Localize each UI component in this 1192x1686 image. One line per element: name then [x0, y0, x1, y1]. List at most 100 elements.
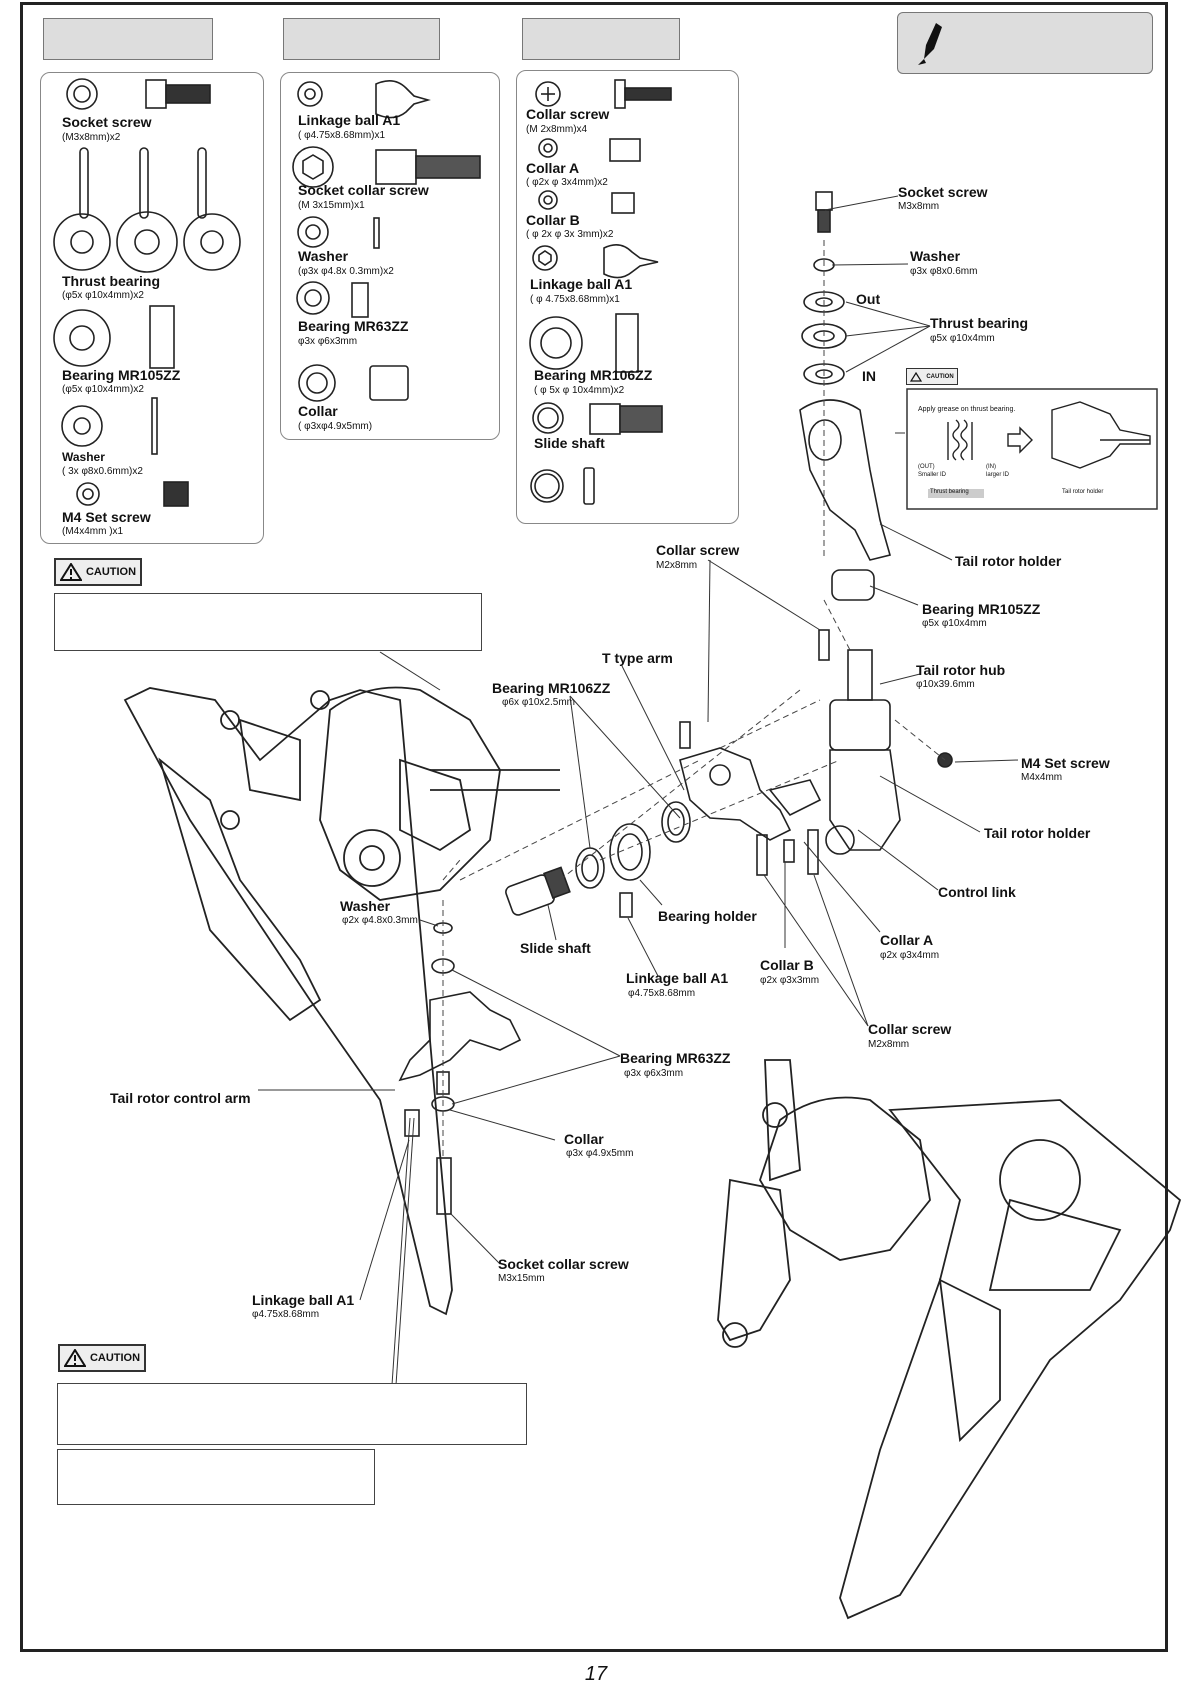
warning-icon — [910, 371, 923, 382]
parts-panel-3 — [516, 70, 739, 524]
inset-thrust-tag: Thrust bearing — [930, 489, 969, 495]
panel3-item-name: Slide shaft — [534, 435, 605, 451]
linkage-ball-icon — [532, 245, 558, 271]
callout-label: Tail rotor holder — [955, 553, 1062, 569]
panel2-item-name: Linkage ball A1 — [298, 112, 401, 128]
panel1-item-name: Socket screw — [62, 114, 152, 130]
t-type-arm — [679, 747, 792, 841]
bearing-mr106zz-icon — [529, 316, 583, 370]
panel2-item-name: Socket collar screw — [298, 182, 429, 198]
panel1-item-spec: (M4x4mm )x1 — [62, 526, 124, 537]
bearing-holder — [609, 823, 651, 881]
caution-badge: CAUTION — [54, 558, 142, 586]
callout-spec: φ3x φ4.9x5mm — [566, 1148, 634, 1159]
caution-badge-small: CAUTION — [906, 368, 958, 385]
callout-label: Slide shaft — [520, 940, 591, 956]
callout-spec: M3x15mm — [498, 1273, 545, 1284]
bearing-mr105zz — [831, 569, 875, 601]
callout-spec: φ3x φ6x3mm — [624, 1068, 684, 1079]
header-tab-3 — [522, 18, 680, 60]
callout-spec: φ4.75x8.68mm — [252, 1309, 320, 1320]
callout-label: Control link — [938, 884, 1016, 900]
panel3-item-name: Collar B — [526, 212, 580, 228]
panel3-item-spec: ( φ 2x φ 3x 3mm)x2 — [526, 229, 614, 240]
caution-note-box-bottom — [57, 1383, 527, 1445]
caution-note-box-top — [54, 593, 482, 651]
callout-spec: φ2x φ4.8x0.3mm — [342, 915, 418, 926]
panel3-item-spec: ( φ 5x φ 10x4mm)x2 — [534, 385, 625, 396]
collar-a-icon — [538, 138, 558, 158]
callout-label: Collar — [564, 1131, 604, 1147]
collar-icon — [298, 364, 336, 402]
callout-label: Thrust bearing — [930, 315, 1029, 331]
panel3-item-spec: ( φ2x φ 3x4mm)x2 — [526, 177, 608, 188]
socket-screw-icon — [66, 78, 98, 110]
parts-panel-1 — [40, 72, 264, 544]
header-tab-1 — [43, 18, 213, 60]
warning-icon — [59, 563, 82, 581]
callout-spec: φ2x φ3x3mm — [760, 975, 820, 986]
m4-set-screw-icon — [76, 482, 100, 506]
callout-label: Socket screw — [898, 184, 988, 200]
collar-b-icon — [538, 190, 558, 210]
callout-label: T type arm — [602, 650, 673, 666]
collar-screw-icon — [535, 81, 561, 107]
panel2-item-spec: ( φ4.75x8.68mm)x1 — [298, 130, 386, 141]
callout-label: Washer — [340, 898, 391, 914]
callout-label: Tail rotor holder — [984, 825, 1091, 841]
header-tab-2 — [283, 18, 440, 60]
warning-icon — [63, 1349, 86, 1367]
callout-spec: φ5x φ10x4mm — [922, 618, 987, 629]
callout-spec: M4x4mm — [1021, 772, 1063, 783]
callout-spec: φ3x φ8x0.6mm — [910, 266, 978, 277]
callout-spec: M3x8mm — [898, 201, 940, 212]
linkage-ball-icon — [297, 81, 323, 107]
panel1-item-name: Thrust bearing — [62, 273, 161, 289]
panel1-item-name: Bearing MR105ZZ — [62, 367, 181, 383]
socket-collar-screw — [436, 1157, 452, 1215]
washer-icon — [61, 405, 103, 447]
tail-fin-left — [123, 687, 453, 1316]
panel2-item-name: Collar — [298, 403, 338, 419]
bearing-mr106zz-2 — [661, 801, 691, 843]
callout-spec: M2x8mm — [656, 560, 698, 571]
panel1-item-name: M4 Set screw — [62, 509, 151, 525]
tail-rotor-holder-upper — [799, 399, 891, 561]
callout-label: Collar screw — [868, 1021, 952, 1037]
control-link — [768, 779, 822, 817]
caution-text: CAUTION — [89, 1352, 141, 1364]
washer-icon — [297, 216, 329, 248]
callout-spec: φ5x φ10x4mm — [930, 333, 995, 344]
callout-spec: φ4.75x8.68mm — [628, 988, 696, 999]
caution-text: CAUTION — [85, 566, 137, 578]
thrust-bearing-icon — [53, 213, 111, 271]
note-tab — [897, 12, 1153, 74]
panel3-item-spec: ( φ 4.75x8.68mm)x1 — [530, 294, 620, 305]
tail-rotor-holder-lower — [829, 749, 901, 851]
panel3-item-name: Linkage ball A1 — [530, 276, 633, 292]
panel1-item-spec: ( 3x φ8x0.6mm)x2 — [62, 466, 143, 477]
note-box — [57, 1449, 375, 1505]
socket-screw-side-icon — [145, 79, 167, 109]
panel2-item-spec: (φ3x φ4.8x 0.3mm)x2 — [298, 266, 394, 277]
callout-label: Out — [856, 291, 881, 307]
bearing-mr63zz-icon — [296, 281, 330, 315]
inset-holder-tag: Tail rotor holder — [1062, 489, 1104, 495]
page-number: 17 — [584, 1663, 608, 1685]
callout-spec: φ6x φ10x2.5mm — [502, 697, 575, 708]
callout-label: Linkage ball A1 — [626, 970, 729, 986]
panel2-item-spec: φ3x φ6x3mm — [298, 336, 358, 347]
callout-label: Bearing holder — [658, 908, 757, 924]
caution-badge: CAUTION — [58, 1344, 146, 1372]
panel1-item-spec: (M3x8mm)x2 — [62, 132, 121, 143]
callout-spec: φ2x φ3x4mm — [880, 950, 940, 961]
callout-label: Tail rotor hub — [916, 662, 1006, 678]
callout-spec: φ10x39.6mm — [916, 679, 975, 690]
pen-icon — [918, 23, 942, 65]
tail-fin-right — [839, 1099, 1182, 1620]
thrust-race-icon — [79, 147, 89, 219]
socket-collar-screw-icon — [292, 146, 334, 188]
callout-spec: M2x8mm — [868, 1039, 910, 1050]
callout-label: Bearing MR106ZZ — [492, 680, 611, 696]
